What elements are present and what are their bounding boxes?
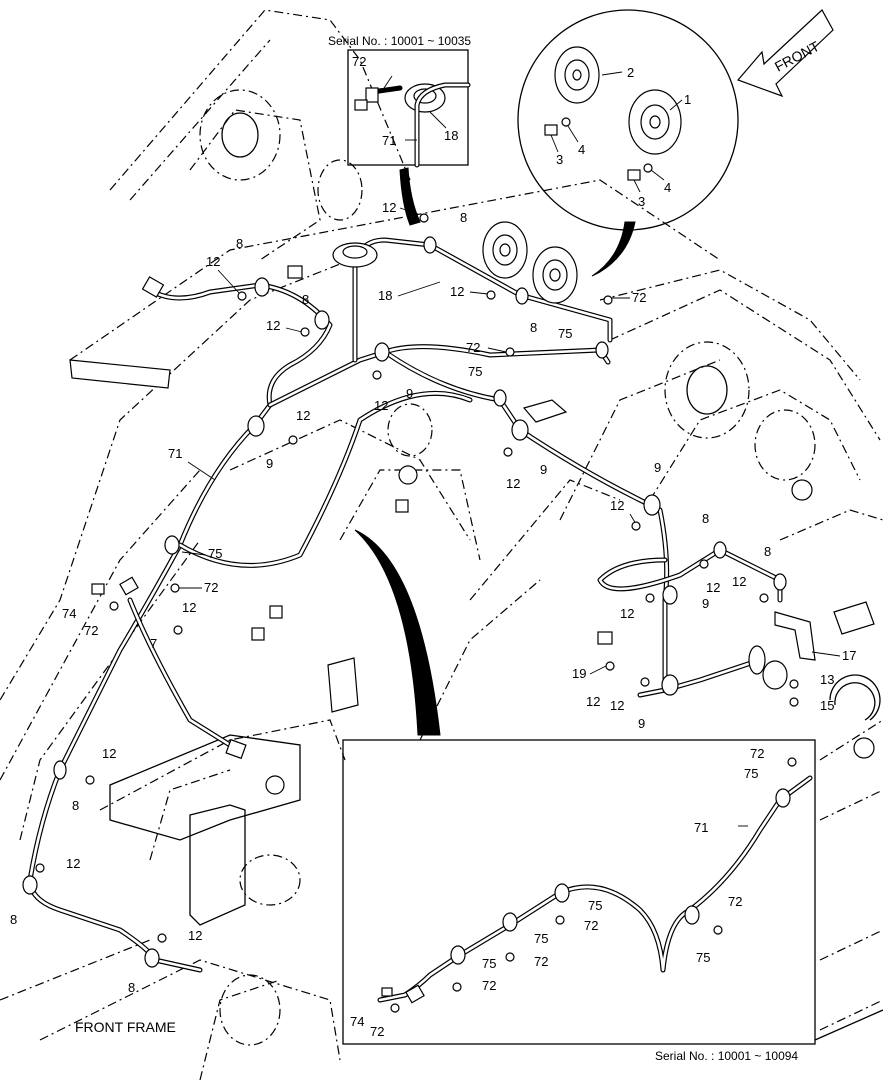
callout-8f: 8: [764, 544, 771, 559]
harness-clamps: [22, 236, 816, 968]
callout-7: 7: [150, 636, 157, 651]
callout-8a: 8: [460, 210, 467, 225]
callout-12d: 12: [450, 284, 464, 299]
b-callout-75c: 75: [534, 931, 548, 946]
callout-8d: 8: [530, 320, 537, 335]
callout-12m: 12: [586, 694, 600, 709]
callout-12q: 12: [188, 928, 202, 943]
b-callout-75b: 75: [588, 898, 602, 913]
callout-12l: 12: [182, 600, 196, 615]
callout-9d: 9: [654, 460, 661, 475]
callout-71-inset: 71: [382, 133, 396, 148]
pointer-arrow-top: [399, 167, 421, 226]
callout-4b: 4: [664, 180, 671, 195]
callout-12o: 12: [102, 746, 116, 761]
callout-9b: 9: [266, 456, 273, 471]
callout-1: 1: [684, 92, 691, 107]
callout-74: 74: [62, 606, 76, 621]
main-callouts: 12 8 8 12 8 12 18 12 72 8 75 72 75 9 12 …: [10, 200, 856, 995]
b-callout-71: 71: [694, 820, 708, 835]
callout-12a: 12: [382, 200, 396, 215]
pointer-arrow-horn: [591, 221, 636, 277]
b-callout-72f: 72: [370, 1024, 384, 1039]
callout-8g: 8: [72, 798, 79, 813]
serial-bottom: Serial No. : 10001 ~ 10094: [655, 1049, 798, 1063]
front-frame-outline: [0, 9, 883, 1080]
callout-12h: 12: [610, 498, 624, 513]
front-direction-arrow: FRONT: [736, 9, 834, 98]
callout-8c: 8: [302, 292, 309, 307]
b-callout-72c: 72: [584, 918, 598, 933]
inset-bottom: 72 75 71 72 75 72 75 72 75 75 72 74 72: [342, 739, 816, 1045]
callout-12b: 12: [206, 254, 220, 269]
b-callout-72b: 72: [728, 894, 742, 909]
callout-72-inset: 72: [352, 54, 366, 69]
callout-72d: 72: [84, 623, 98, 638]
callout-13: 13: [820, 672, 834, 687]
pointer-arrow: [354, 529, 441, 736]
callout-75b: 75: [468, 364, 482, 379]
callout-3b: 3: [638, 194, 645, 209]
inset-top: Serial No. : 10001 ~ 10035 72 71 18: [328, 34, 471, 168]
callout-15: 15: [820, 698, 834, 713]
callout-18-inset: 18: [444, 128, 458, 143]
callout-8i: 8: [128, 980, 135, 995]
callout-8b: 8: [236, 236, 243, 251]
b-callout-72a: 72: [750, 746, 764, 761]
callout-12f: 12: [296, 408, 310, 423]
callout-8e: 8: [702, 511, 709, 526]
callout-71: 71: [168, 446, 182, 461]
b-callout-75d: 75: [482, 956, 496, 971]
serial-top: Serial No. : 10001 ~ 10035: [328, 34, 471, 48]
callout-12e: 12: [374, 398, 388, 413]
b-callout-72d: 72: [534, 954, 548, 969]
callout-75c: 75: [208, 546, 222, 561]
callout-72b: 72: [466, 340, 480, 355]
callout-9f: 9: [638, 716, 645, 731]
callout-8h: 8: [10, 912, 17, 927]
callout-72a: 72: [632, 290, 646, 305]
b-callout-74: 74: [350, 1014, 364, 1029]
callout-19: 19: [572, 666, 586, 681]
callout-9a: 9: [406, 386, 413, 401]
callout-18: 18: [378, 288, 392, 303]
callout-3a: 3: [556, 152, 563, 167]
callout-12i: 12: [706, 580, 720, 595]
callout-2: 2: [627, 65, 634, 80]
b-callout-72e: 72: [482, 978, 496, 993]
callout-12g: 12: [506, 476, 520, 491]
callout-4a: 4: [578, 142, 585, 157]
callout-12k: 12: [620, 606, 634, 621]
callout-9c: 9: [540, 462, 547, 477]
callout-12n: 12: [610, 698, 624, 713]
callout-9e: 9: [702, 596, 709, 611]
callout-12c: 12: [266, 318, 280, 333]
b-callout-75e: 75: [696, 950, 710, 965]
horns-on-frame: [482, 221, 578, 304]
callout-17: 17: [842, 648, 856, 663]
callout-12j: 12: [732, 574, 746, 589]
horn-detail: 2 1 3 4 3 4: [517, 9, 739, 231]
callout-75a: 75: [558, 326, 572, 341]
b-callout-75a: 75: [744, 766, 758, 781]
callout-72c: 72: [204, 580, 218, 595]
diagram-title: FRONT FRAME: [75, 1019, 176, 1035]
callout-12p: 12: [66, 856, 80, 871]
